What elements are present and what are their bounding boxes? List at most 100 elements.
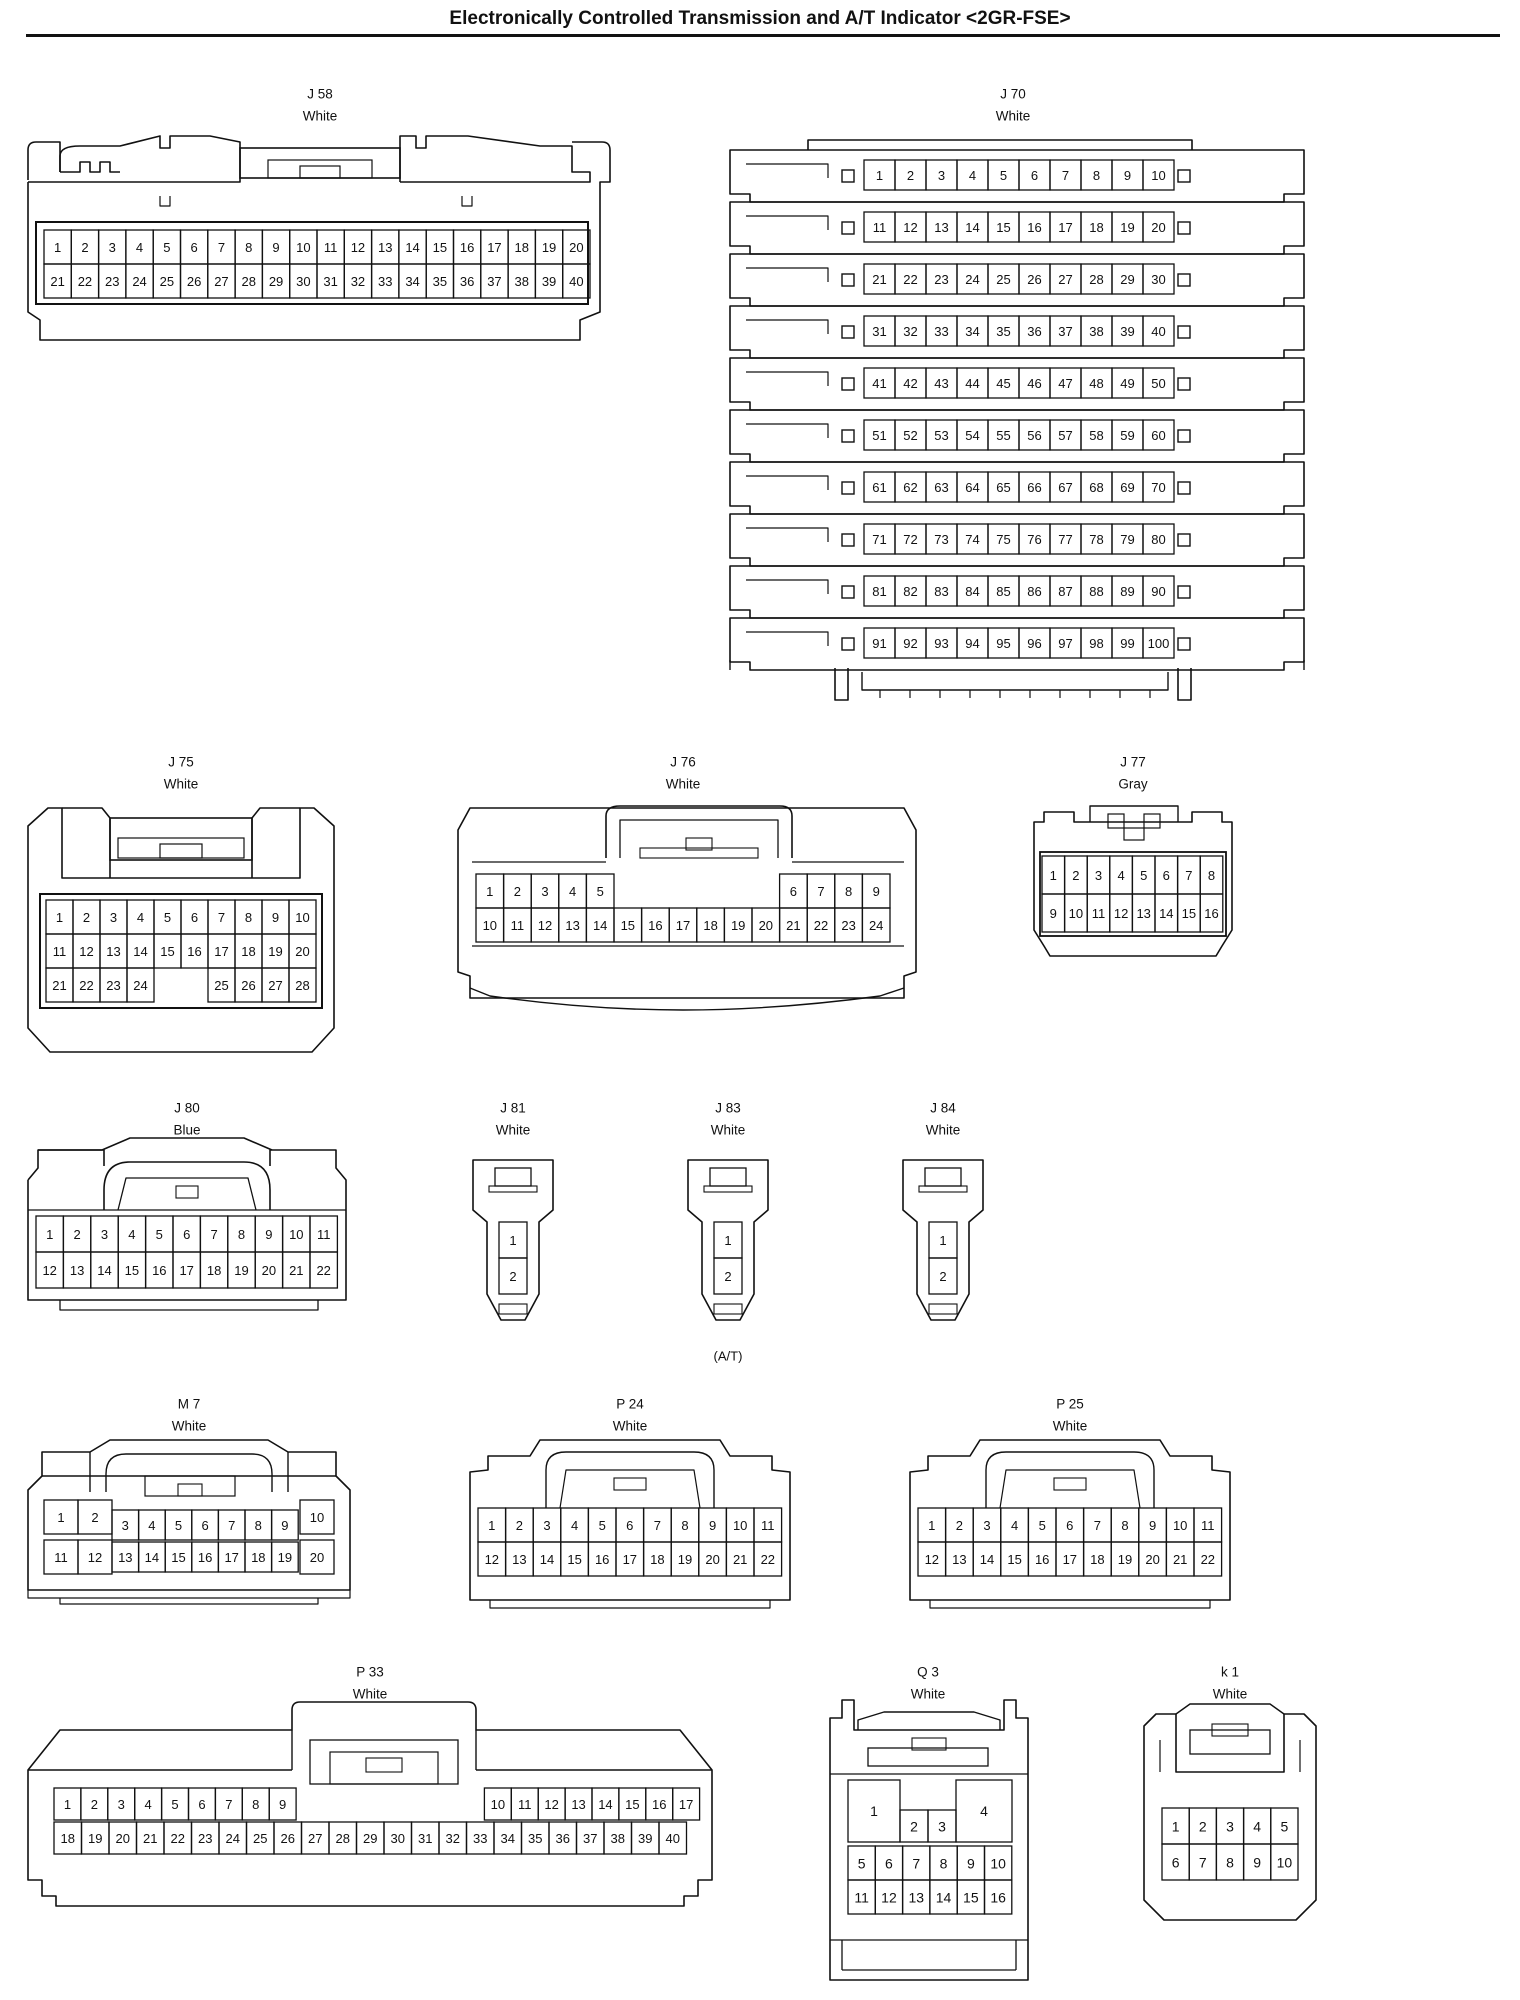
latch-tab	[1211, 1723, 1249, 1737]
pin-number: 25	[253, 1831, 267, 1846]
pin-number: 7	[228, 1518, 235, 1533]
pin-number: 72	[903, 532, 917, 547]
pin-number: 33	[473, 1831, 487, 1846]
latch-bar	[918, 1185, 968, 1193]
pin-number: 15	[433, 240, 447, 255]
pin-field-frame	[472, 861, 904, 947]
pin-cell	[1142, 523, 1175, 555]
pin-number: 8	[252, 1797, 259, 1812]
pin-cell	[1142, 211, 1175, 243]
pin-number: 9	[279, 1797, 286, 1812]
pin-number: 9	[272, 240, 279, 255]
pin-number: 19	[278, 1550, 292, 1565]
latch	[117, 837, 245, 859]
pin-number: 94	[965, 636, 979, 651]
slot-housing	[729, 513, 1305, 567]
housing-outline	[829, 1699, 1029, 1981]
pin-number: 27	[268, 978, 282, 993]
pin-number: 24	[132, 274, 146, 289]
pin-cell	[658, 1821, 688, 1855]
connector-id-label: k 1	[1221, 1665, 1239, 1680]
latch-housing	[103, 1161, 271, 1210]
pin-number: 3	[938, 1819, 946, 1835]
pin-number: 3	[1095, 868, 1102, 883]
pin-number: 10	[1069, 906, 1083, 921]
connector-color-label: White	[1053, 1419, 1088, 1434]
housing-outline	[27, 1701, 713, 1907]
pin-number: 5	[156, 1227, 163, 1242]
pin-number: 7	[1199, 1855, 1207, 1871]
connector-id-label: P 33	[356, 1665, 384, 1680]
pin-number: 20	[569, 240, 583, 255]
pin-number: 15	[567, 1552, 581, 1567]
pin-number: 55	[996, 428, 1010, 443]
pin-number: 5	[858, 1856, 866, 1872]
pin-number: 10	[296, 240, 310, 255]
pin-number: 18	[650, 1552, 664, 1567]
pin-number: 7	[817, 884, 824, 899]
pin-number: 16	[187, 944, 201, 959]
pin-number: 12	[881, 1890, 897, 1906]
base-foot	[834, 668, 1192, 701]
pin-number: 15	[160, 944, 174, 959]
slot-lock	[1177, 637, 1191, 651]
slot-ledge	[746, 163, 829, 178]
pin-number: 58	[1089, 428, 1103, 443]
pin-number: 3	[101, 1227, 108, 1242]
pin-number: 13	[378, 240, 392, 255]
pin-number: 86	[1027, 584, 1041, 599]
latch	[999, 1469, 1141, 1509]
pin-number: 98	[1089, 636, 1103, 651]
pin-number: 6	[626, 1518, 633, 1533]
pin-number: 22	[316, 1263, 330, 1278]
pin-number: 18	[61, 1831, 75, 1846]
pin-number: 10	[1151, 168, 1165, 183]
pin-number: 2	[1199, 1819, 1207, 1835]
pin-number: 70	[1151, 480, 1165, 495]
latch-tab	[911, 1737, 947, 1751]
latch	[329, 1751, 439, 1785]
page-title: Electronically Controlled Transmission a…	[449, 8, 1071, 29]
latch-housing	[309, 1739, 459, 1785]
pin-number: 24	[965, 272, 979, 287]
latch-tab	[1107, 813, 1125, 829]
pin-number: 22	[761, 1552, 775, 1567]
pin-number: 37	[583, 1831, 597, 1846]
pin-number: 14	[965, 220, 979, 235]
pin-cell	[1142, 627, 1175, 659]
pin-number: 28	[1089, 272, 1103, 287]
pin-number: 13	[512, 1552, 526, 1567]
pin-number: 31	[418, 1831, 432, 1846]
pin-number: 17	[179, 1263, 193, 1278]
pin-number: 16	[595, 1552, 609, 1567]
pin-number: 19	[88, 1831, 102, 1846]
pin-number: 3	[118, 1797, 125, 1812]
slot-ledge	[746, 631, 829, 646]
pin-number: 6	[201, 1518, 208, 1533]
pin-number: 24	[869, 918, 883, 933]
pin-number: 38	[1089, 324, 1103, 339]
pin-number: 8	[1208, 868, 1215, 883]
pin-number: 12	[925, 1552, 939, 1567]
connector-id-label: J 75	[168, 755, 194, 770]
pin-number: 65	[996, 480, 1010, 495]
pin-number: 4	[571, 1518, 578, 1533]
pin-number: 1	[1172, 1819, 1180, 1835]
pin-number: 3	[983, 1518, 990, 1533]
housing-base	[469, 987, 905, 1011]
pin-cell	[713, 1257, 743, 1295]
pin-cell	[268, 1787, 297, 1821]
pin-number: 13	[934, 220, 948, 235]
pin-number: 12	[544, 1797, 558, 1812]
pin-number: 1	[64, 1797, 71, 1812]
slot-housing	[729, 149, 1305, 203]
latch	[559, 1469, 701, 1509]
pin-number: 2	[516, 1518, 523, 1533]
pin-number: 25	[214, 978, 228, 993]
slot-housing	[729, 565, 1305, 619]
pin-number: 40	[569, 274, 583, 289]
pin-cell	[1142, 419, 1175, 451]
